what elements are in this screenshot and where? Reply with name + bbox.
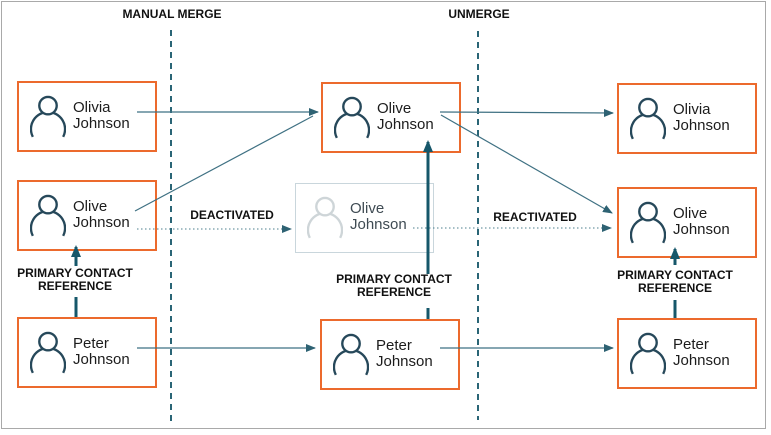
contact-name: Peter Johnson <box>376 336 433 370</box>
phase-label-unmerge: UNMERGE <box>448 7 510 21</box>
primary-contact-reference-label-middle: PRIMARY CONTACT REFERENCE <box>304 273 484 299</box>
contact-name: Olive Johnson <box>377 99 434 133</box>
contact-card-olive-merged: Olive Johnson <box>321 82 461 153</box>
contact-name: Peter Johnson <box>673 335 730 369</box>
contact-card-peter-right: Peter Johnson <box>617 318 757 389</box>
contact-card-peter-left: Peter Johnson <box>17 317 157 388</box>
primary-contact-reference-label-left: PRIMARY CONTACT REFERENCE <box>0 267 165 293</box>
contact-name: Olivia Johnson <box>73 98 130 132</box>
person-icon-faded <box>307 196 343 239</box>
contact-name: Olivia Johnson <box>673 100 730 134</box>
pcr-left-line1: PRIMARY CONTACT <box>17 266 133 280</box>
contact-card-peter-merged: Peter Johnson <box>320 319 460 390</box>
contact-card-olive-right: Olive Johnson <box>617 187 757 258</box>
pcr-right-line2: REFERENCE <box>637 281 712 295</box>
person-icon <box>333 333 369 375</box>
person-icon <box>30 331 66 373</box>
person-icon <box>30 194 66 236</box>
person-icon <box>630 332 666 374</box>
person-icon <box>630 201 666 243</box>
person-icon <box>30 95 66 137</box>
contact-name: Olive Johnson <box>350 200 407 233</box>
pcr-middle-line2: REFERENCE <box>356 285 431 299</box>
contact-name: Olive Johnson <box>673 204 730 238</box>
pcr-right-line1: PRIMARY CONTACT <box>617 268 733 282</box>
contact-name: Olive Johnson <box>73 197 130 231</box>
person-icon <box>630 97 666 139</box>
deactivated-label: DEACTIVATED <box>190 208 274 222</box>
reactivated-label: REACTIVATED <box>493 210 577 224</box>
contact-card-olivia-left: Olivia Johnson <box>17 81 157 152</box>
contact-card-olive-deactivated: Olive Johnson <box>295 183 434 253</box>
contact-card-olive-left: Olive Johnson <box>17 180 157 251</box>
pcr-middle-line1: PRIMARY CONTACT <box>336 272 452 286</box>
primary-contact-reference-label-right: PRIMARY CONTACT REFERENCE <box>585 269 765 295</box>
phase-label-manual-merge: MANUAL MERGE <box>122 7 222 21</box>
person-icon <box>334 96 370 138</box>
contact-name: Peter Johnson <box>73 334 130 368</box>
pcr-left-line2: REFERENCE <box>37 279 112 293</box>
contact-card-olivia-right: Olivia Johnson <box>617 83 757 154</box>
